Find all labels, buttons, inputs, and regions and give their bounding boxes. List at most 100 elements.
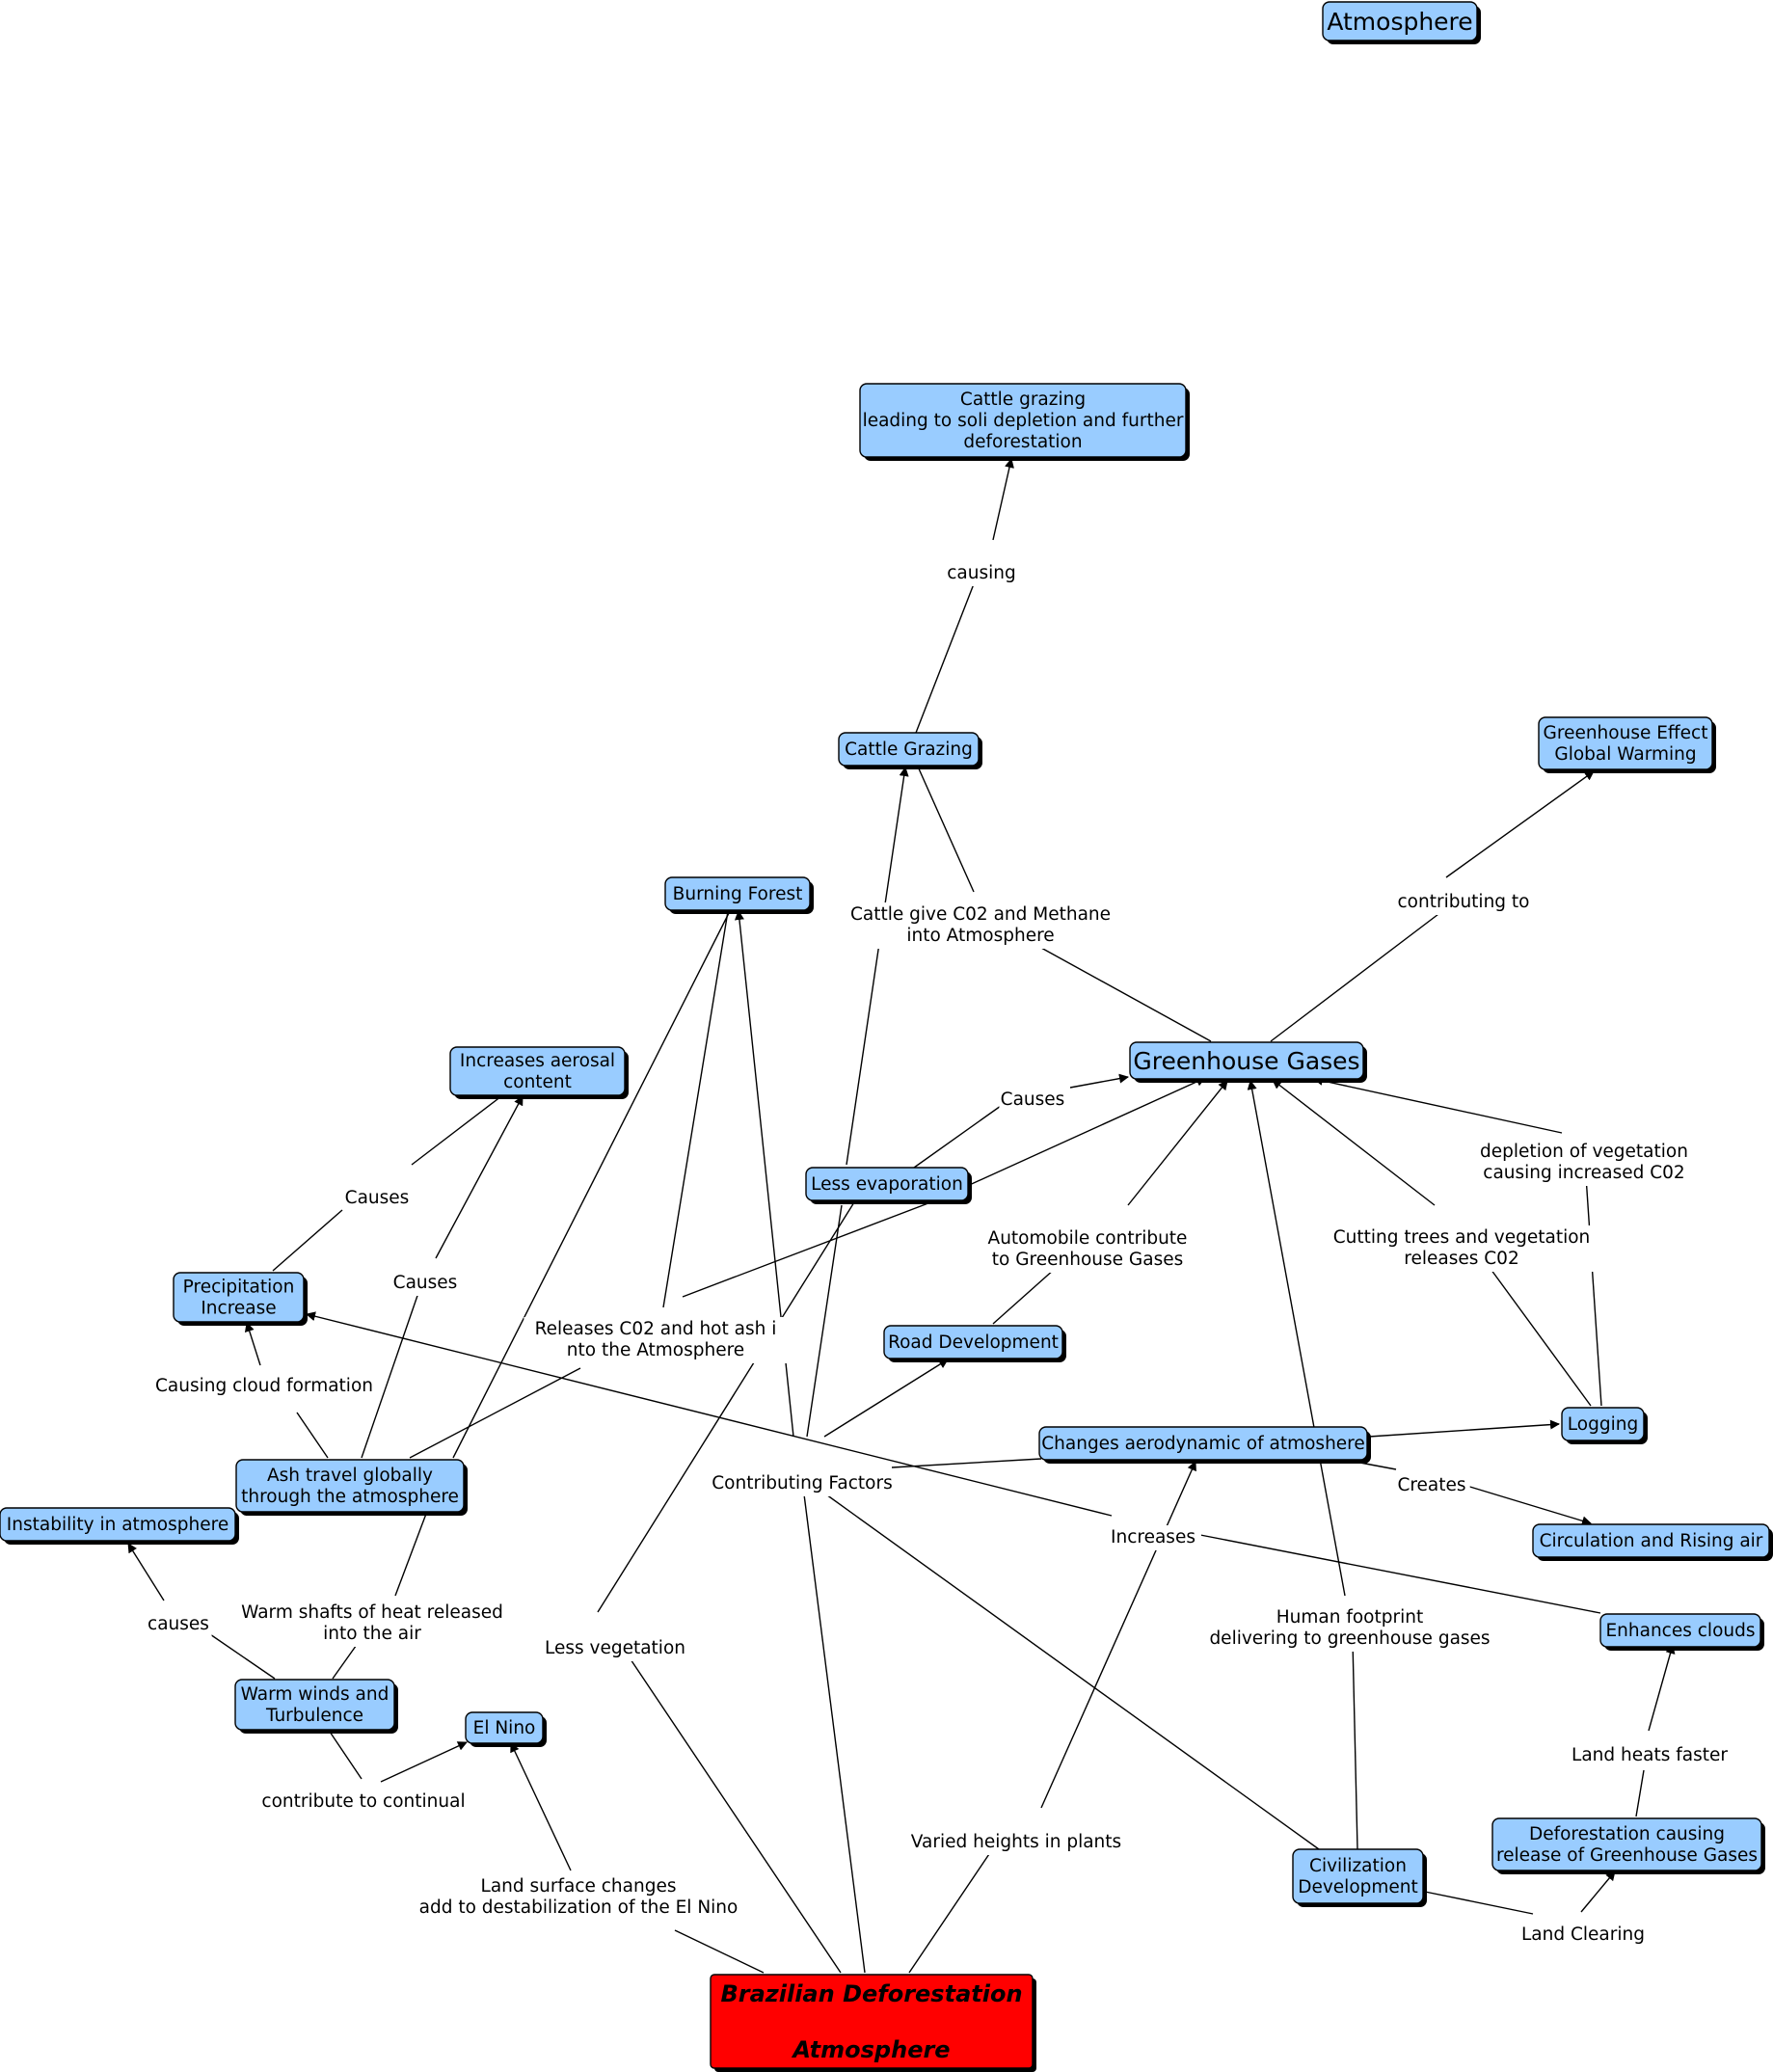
node-box	[1322, 1, 1478, 41]
link-label-text: Contributing Factors	[712, 1473, 892, 1493]
node-label: Atmosphere	[1327, 8, 1472, 36]
edge-contributing-factors-to-less-evaporation	[806, 1204, 843, 1438]
link-label-text: Land heats faster	[1572, 1745, 1728, 1765]
node-label: Warm winds and	[241, 1684, 390, 1705]
node-el-nino[interactable]: El Nino	[465, 1711, 547, 1747]
edge-logging-to-depletion-label	[1585, 1175, 1602, 1407]
link-label-text: depletion of vegetation	[1480, 1142, 1688, 1162]
link-label-bg	[391, 1271, 459, 1296]
link-label-causes-mid: Causes	[391, 1271, 459, 1296]
edge-ash-to-releases-label	[409, 1367, 581, 1459]
node-label: through the atmosphere	[241, 1487, 459, 1507]
node-cattle-grazing[interactable]: Cattle Grazing	[838, 732, 982, 769]
edge-contributing-factors-to-cattle-grazing	[846, 767, 909, 1166]
link-label-text: Varied heights in plants	[911, 1832, 1121, 1852]
edge-def-release-to-land-heats-label	[1635, 1769, 1645, 1817]
node-label: Atmosphere	[791, 2036, 950, 2063]
node-road-development[interactable]: Road Development	[883, 1325, 1066, 1362]
edge-root-to-contributing-factors	[802, 1486, 866, 1974]
node-label: Cattle Grazing	[845, 740, 973, 760]
link-label-land-heats: Land heats faster	[1562, 1743, 1737, 1768]
edge-warm-winds-to-warm-shafts-label	[332, 1641, 360, 1680]
link-label-continual: contribute to continual	[246, 1789, 481, 1815]
link-label-causes-left: Causes	[343, 1186, 411, 1211]
link-label-bg	[1385, 890, 1542, 915]
link-label-text: Causes	[393, 1273, 458, 1293]
edge-root-to-land-surface-label	[674, 1929, 765, 1974]
edge-warm-winds-to-causes-label	[206, 1631, 276, 1680]
node-box	[235, 1459, 465, 1513]
link-label-contributing-factors: Contributing Factors	[700, 1471, 904, 1496]
node-instability[interactable]: Instability in atmosphere	[0, 1507, 239, 1545]
link-label-releases-ash: Releases C02 and hot ash into the Atmosp…	[524, 1317, 788, 1363]
link-label-text: Cutting trees and vegetation	[1333, 1227, 1591, 1248]
node-label: Ash travel globally	[267, 1466, 433, 1486]
link-label-text: Land Clearing	[1521, 1924, 1645, 1945]
edge-cloud-formation-label-to-precipitation	[244, 1322, 261, 1366]
node-greenhouse-gases[interactable]: Greenhouse Gases	[1129, 1041, 1367, 1083]
link-label-bg	[343, 1186, 411, 1211]
link-label-bg	[1515, 1923, 1652, 1948]
link-label-bg	[230, 1601, 514, 1647]
node-label: content	[503, 1072, 572, 1092]
edge-ash-to-causes-mid-label	[361, 1286, 421, 1459]
edge-ash-to-burning-forest	[452, 910, 731, 1459]
link-label-text: Warm shafts of heat released	[241, 1602, 503, 1623]
edge-aerodynamic-to-logging	[1368, 1419, 1560, 1438]
node-box	[710, 1974, 1034, 2069]
link-label-text: causing	[947, 563, 1015, 583]
link-label-bg	[1393, 1473, 1470, 1498]
node-atmosphere[interactable]: Atmosphere	[1322, 1, 1481, 44]
link-label-text: Increases	[1111, 1527, 1195, 1547]
edge-warm-shafts-label-to-ash	[394, 1513, 427, 1597]
link-label-bg	[147, 1374, 382, 1399]
edge-causes-label-to-ghg	[1069, 1073, 1129, 1089]
node-box	[1038, 1426, 1368, 1461]
node-burning-forest[interactable]: Burning Forest	[664, 876, 814, 914]
node-box	[838, 732, 980, 767]
edge-ghg-to-contributing-label	[1270, 907, 1447, 1042]
link-label-text: Creates	[1397, 1475, 1465, 1495]
link-label-text: contributing to	[1398, 892, 1530, 912]
node-label: release of Greenhouse Gases	[1496, 1845, 1758, 1866]
node-less-evaporation[interactable]: Less evaporation	[805, 1167, 972, 1204]
link-label-bg	[999, 1088, 1066, 1113]
node-label: Less evaporation	[811, 1174, 963, 1195]
node-box	[1599, 1613, 1761, 1648]
link-label-bg	[145, 1612, 212, 1637]
node-label: Development	[1298, 1877, 1418, 1897]
node-logging[interactable]: Logging	[1561, 1407, 1648, 1444]
edge-cutting-label-to-ghg	[1272, 1079, 1436, 1206]
edge-civilization-to-land-clearing-label	[1424, 1891, 1534, 1915]
edge-contributing-label-to-greenhouse-effect	[1445, 770, 1595, 878]
node-box	[173, 1272, 305, 1323]
edge-logging-to-cutting-label	[1482, 1257, 1592, 1407]
link-label-cloud-formation: Causing cloud formation	[147, 1374, 382, 1399]
node-box	[234, 1679, 395, 1731]
node-label: Global Warming	[1554, 744, 1696, 765]
node-enhances-clouds[interactable]: Enhances clouds	[1599, 1613, 1764, 1651]
edge-enhances-clouds-to-increases-label	[1199, 1534, 1601, 1614]
node-box	[805, 1167, 969, 1201]
node-aerodynamic[interactable]: Changes aerodynamic of atmoshere	[1038, 1426, 1371, 1464]
node-circulation[interactable]: Circulation and Rising air	[1532, 1523, 1773, 1561]
link-label-text: causes	[148, 1614, 209, 1634]
node-label: Greenhouse Effect	[1544, 723, 1708, 743]
